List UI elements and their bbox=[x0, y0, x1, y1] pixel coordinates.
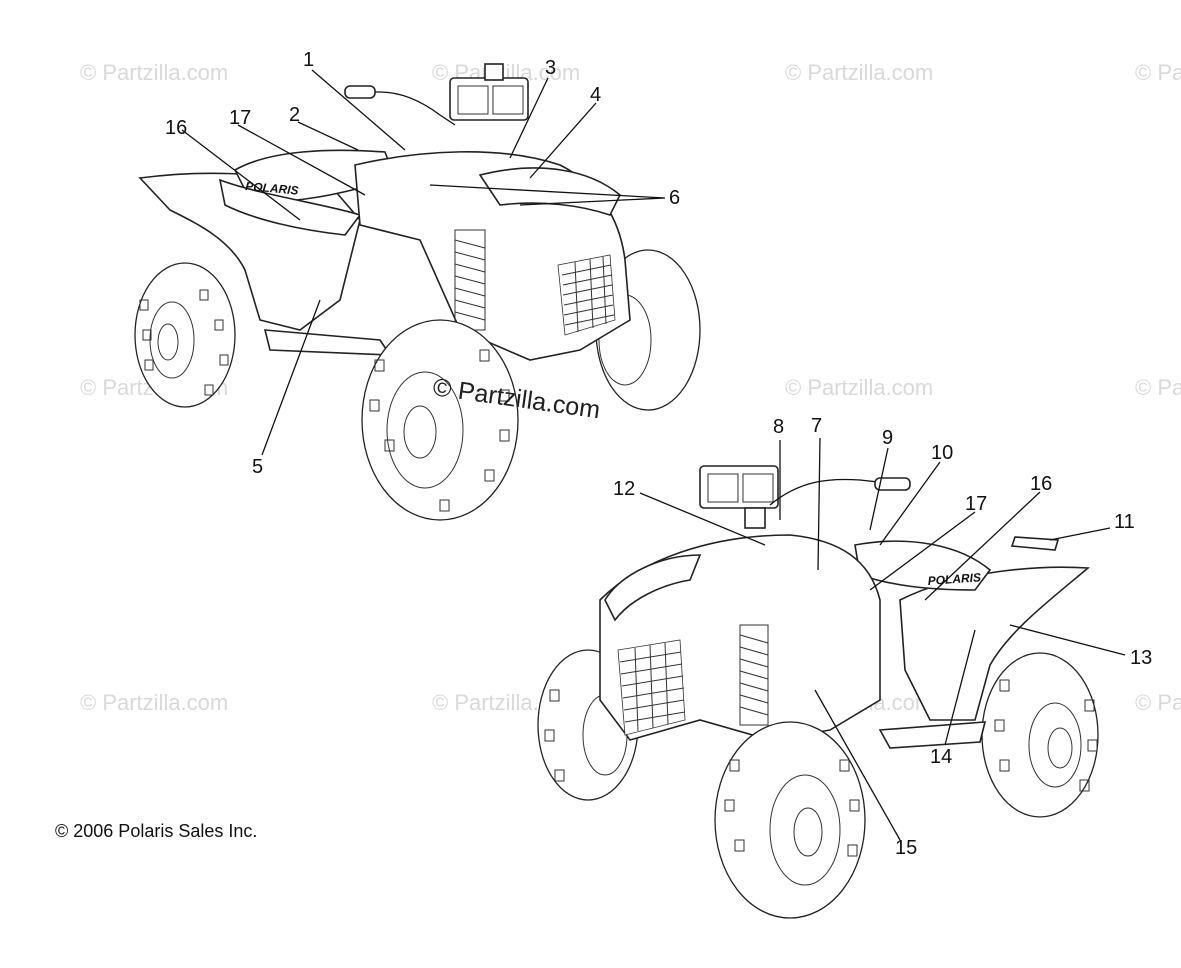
callout-6: 6 bbox=[669, 187, 680, 209]
callout-2: 2 bbox=[289, 104, 300, 126]
callout-9: 9 bbox=[882, 427, 893, 449]
callout-16: 16 bbox=[1030, 473, 1052, 495]
leader-lines bbox=[181, 69, 1126, 841]
atv-bottom-right-illustration: POLARIS bbox=[537, 465, 1099, 919]
watermark: © Partzilla.com bbox=[785, 60, 933, 85]
callout-5: 5 bbox=[252, 456, 263, 478]
callout-12: 12 bbox=[613, 478, 635, 500]
watermark: © Partzilla.com bbox=[80, 60, 228, 85]
brand-decal-text: POLARIS bbox=[927, 570, 981, 588]
atv-top-left-illustration: POLARIS bbox=[134, 63, 701, 521]
watermark: © Partzilla.com bbox=[80, 690, 228, 715]
watermark: © Partzilla.com bbox=[1135, 375, 1181, 400]
watermark: © Partzilla.com bbox=[785, 375, 933, 400]
callout-17: 17 bbox=[229, 107, 251, 129]
callout-8: 8 bbox=[773, 416, 784, 438]
callout-17: 17 bbox=[965, 493, 987, 515]
watermark: © Partzilla.com bbox=[1135, 690, 1181, 715]
watermark: © Partzilla.com bbox=[1135, 60, 1181, 85]
callout-15: 15 bbox=[895, 837, 917, 859]
brand-decal-text: POLARIS bbox=[245, 179, 299, 198]
callout-labels: 1 2 3 4 5 6 7 8 9 10 11 12 13 14 15 16 1… bbox=[165, 49, 1152, 859]
callout-16: 16 bbox=[165, 117, 187, 139]
callout-4: 4 bbox=[590, 84, 601, 106]
copyright-notice: © 2006 Polaris Sales Inc. bbox=[55, 821, 257, 841]
callout-14: 14 bbox=[930, 746, 952, 768]
callout-7: 7 bbox=[811, 415, 822, 437]
callout-10: 10 bbox=[931, 442, 953, 464]
callout-11: 11 bbox=[1114, 511, 1135, 533]
callout-1: 1 bbox=[303, 49, 314, 71]
callout-13: 13 bbox=[1130, 647, 1152, 669]
callout-3: 3 bbox=[545, 57, 556, 79]
